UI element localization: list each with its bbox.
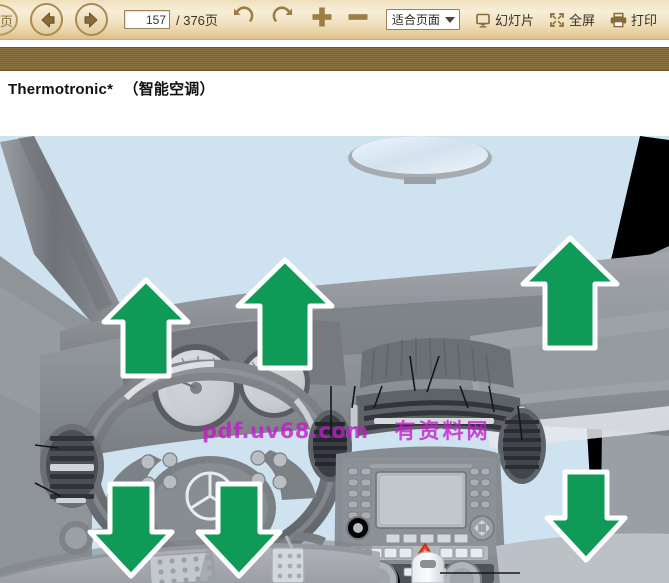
section-divider-bar [0, 47, 669, 71]
slideshow-label: 幻灯片 [494, 13, 534, 28]
fullscreen-icon [549, 12, 565, 28]
page-number-input[interactable] [124, 10, 170, 29]
accelerator-pedal [271, 535, 305, 583]
zoom-in-button[interactable] [308, 6, 336, 34]
viewer-toolbar: 页 / 376页 [0, 0, 669, 40]
callout-leader-lines [34, 355, 523, 574]
center-console-stack [334, 446, 506, 583]
first-page-label: 页 [0, 13, 13, 29]
previous-page-button[interactable] [30, 3, 63, 36]
zoom-level-select[interactable]: 适合页面 [385, 9, 460, 30]
back-arrow-icon [36, 9, 58, 31]
print-button[interactable]: 打印 [610, 10, 657, 29]
slideshow-icon [475, 12, 491, 28]
next-page-button[interactable] [75, 3, 108, 36]
page-title: Thermotronic* （智能空调） [8, 78, 215, 99]
rearview-mirror [348, 136, 492, 184]
passenger-side-vent [498, 408, 546, 484]
forward-arrow-icon [81, 9, 103, 31]
slideshow-button[interactable]: 幻灯片 [475, 10, 534, 29]
fullscreen-label: 全屏 [568, 13, 595, 28]
plus-icon [309, 4, 335, 35]
page-title-en: Thermotronic* [8, 81, 114, 98]
page-title-cn: （智能空调） [123, 81, 215, 98]
page-navigator: / 376页 [124, 10, 218, 29]
gear-shifter [411, 551, 445, 583]
zoom-level-value: 适合页面 [391, 13, 440, 27]
zoom-out-button[interactable] [344, 6, 372, 34]
rotate-right-button[interactable] [268, 5, 298, 35]
rotate-right-icon [270, 4, 296, 35]
car-interior-illustration [0, 136, 669, 583]
manual-figure-thermotronic-vents: pdf.uv68.com 有资料网 1 2 3 4 5 6 7 8 11 12 … [0, 136, 669, 583]
rotate-left-icon [230, 4, 256, 35]
chevron-down-icon [444, 16, 455, 23]
fullscreen-button[interactable]: 全屏 [549, 10, 595, 29]
left-side-vent [40, 424, 104, 508]
rotate-left-button[interactable] [228, 5, 258, 35]
print-label: 打印 [630, 13, 657, 28]
minus-icon [345, 4, 371, 35]
first-page-button-partial[interactable]: 页 [0, 4, 18, 36]
printer-icon [610, 12, 627, 28]
page-total-label: / 376页 [176, 13, 218, 28]
airflow-arrows [87, 235, 628, 579]
